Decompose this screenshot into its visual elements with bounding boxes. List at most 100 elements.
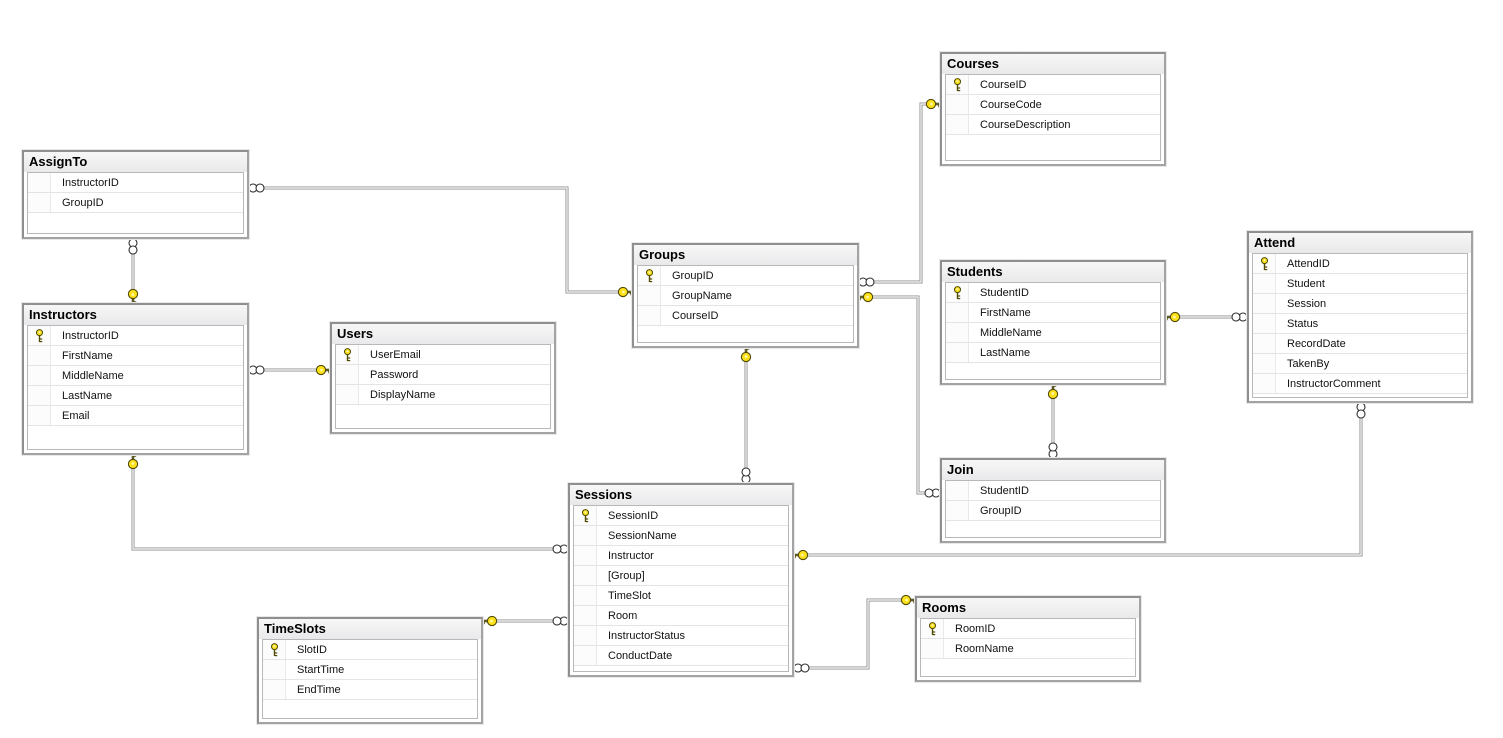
column-row[interactable]: MiddleName — [946, 323, 1160, 343]
column-name: AttendID — [1287, 257, 1330, 270]
column-row[interactable]: InstructorComment — [1253, 374, 1467, 394]
column-row[interactable]: Email — [28, 406, 243, 426]
relationship-fk-assignto-instructors[interactable] — [127, 238, 139, 306]
table-assignto[interactable]: AssignTo InstructorID GroupID — [22, 150, 249, 239]
column-row[interactable]: DisplayName — [336, 385, 550, 405]
table-header[interactable]: Students — [942, 262, 1164, 282]
table-header[interactable]: Rooms — [917, 598, 1139, 618]
column-row[interactable]: SessionName — [574, 526, 788, 546]
relationship-fk-sessions-groups[interactable] — [740, 345, 752, 484]
column-row[interactable]: RecordDate — [1253, 334, 1467, 354]
column-name: GroupID — [980, 504, 1022, 517]
table-header[interactable]: Instructors — [24, 305, 247, 325]
many-endpoint — [1048, 442, 1058, 459]
table-header[interactable]: Users — [332, 324, 554, 344]
column-row[interactable]: [Group] — [574, 566, 788, 586]
table-header[interactable]: Courses — [942, 54, 1164, 74]
column-name: Session — [1287, 297, 1327, 310]
column-row[interactable]: CourseCode — [946, 95, 1160, 115]
column-row[interactable]: StudentID — [946, 283, 1160, 303]
column-row[interactable]: UserEmail — [336, 345, 550, 365]
one-key-endpoint — [925, 98, 943, 110]
column-row[interactable]: SlotID — [263, 640, 477, 660]
table-title: AssignTo — [29, 154, 88, 169]
table-title: Users — [337, 326, 374, 341]
column-row[interactable]: Status — [1253, 314, 1467, 334]
column-name: MiddleName — [980, 326, 1042, 339]
table-grid: InstructorID GroupID — [27, 172, 244, 234]
column-row[interactable]: Instructor — [574, 546, 788, 566]
table-header[interactable]: TimeSlots — [259, 619, 481, 639]
key-cell — [263, 660, 286, 679]
column-row[interactable]: GroupID — [28, 193, 243, 213]
key-cell — [28, 386, 51, 405]
column-row[interactable]: GroupID — [946, 501, 1160, 521]
relationship-fk-join-students[interactable] — [1047, 382, 1059, 459]
relationship-fk-join-groups[interactable] — [856, 291, 941, 498]
column-row[interactable]: CourseID — [638, 306, 853, 326]
one-key-endpoint — [127, 452, 139, 470]
column-row[interactable]: Room — [574, 606, 788, 626]
column-row[interactable]: TakenBy — [1253, 354, 1467, 374]
table-join[interactable]: Join StudentID GroupID — [940, 458, 1166, 543]
table-header[interactable]: Sessions — [570, 485, 792, 505]
column-name: LastName — [62, 389, 113, 402]
key-cell — [946, 501, 969, 520]
column-row[interactable]: MiddleName — [28, 366, 243, 386]
column-name: EndTime — [297, 683, 341, 696]
table-header[interactable]: AssignTo — [24, 152, 247, 172]
column-row[interactable]: Password — [336, 365, 550, 385]
column-row[interactable]: RoomName — [921, 639, 1135, 659]
column-row[interactable]: SessionID — [574, 506, 788, 526]
column-row[interactable]: FirstName — [946, 303, 1160, 323]
column-name: GroupID — [62, 196, 104, 209]
column-row[interactable]: GroupName — [638, 286, 853, 306]
relationship-fk-attend-students[interactable] — [1163, 311, 1248, 323]
column-row[interactable]: TimeSlot — [574, 586, 788, 606]
column-row[interactable]: ConductDate — [574, 646, 788, 666]
column-row[interactable]: AttendID — [1253, 254, 1467, 274]
table-header[interactable]: Groups — [634, 245, 857, 265]
table-header[interactable]: Attend — [1249, 233, 1471, 253]
relationship-fk-attend-sessions[interactable] — [791, 402, 1366, 561]
column-row[interactable]: EndTime — [263, 680, 477, 700]
primary-key-icon — [928, 621, 936, 635]
column-row[interactable]: InstructorStatus — [574, 626, 788, 646]
relationship-fk-groups-courses[interactable] — [858, 98, 943, 287]
column-row[interactable]: LastName — [28, 386, 243, 406]
column-row[interactable]: CourseID — [946, 75, 1160, 95]
column-row[interactable]: InstructorID — [28, 173, 243, 193]
relationship-fk-sessions-timeslots[interactable] — [480, 615, 569, 627]
column-name: InstructorStatus — [608, 629, 686, 642]
table-title: TimeSlots — [264, 621, 326, 636]
key-cell — [574, 526, 597, 545]
column-row[interactable]: RoomID — [921, 619, 1135, 639]
column-row[interactable]: GroupID — [638, 266, 853, 286]
relationship-fk-sessions-rooms[interactable] — [793, 594, 918, 673]
column-row[interactable]: CourseDescription — [946, 115, 1160, 135]
relationship-fk-instructors-users[interactable] — [248, 364, 333, 376]
column-name: StudentID — [980, 484, 1029, 497]
table-header[interactable]: Join — [942, 460, 1164, 480]
many-endpoint — [858, 277, 875, 287]
column-row[interactable]: StartTime — [263, 660, 477, 680]
column-row[interactable]: Session — [1253, 294, 1467, 314]
column-row[interactable]: LastName — [946, 343, 1160, 363]
column-row[interactable]: InstructorID — [28, 326, 243, 346]
column-row[interactable]: StudentID — [946, 481, 1160, 501]
column-row[interactable]: FirstName — [28, 346, 243, 366]
column-row[interactable]: Student — [1253, 274, 1467, 294]
key-cell — [28, 173, 51, 192]
relationship-fk-sessions-instructors[interactable] — [127, 452, 569, 554]
relationship-fk-assignto-groups[interactable] — [248, 183, 635, 298]
